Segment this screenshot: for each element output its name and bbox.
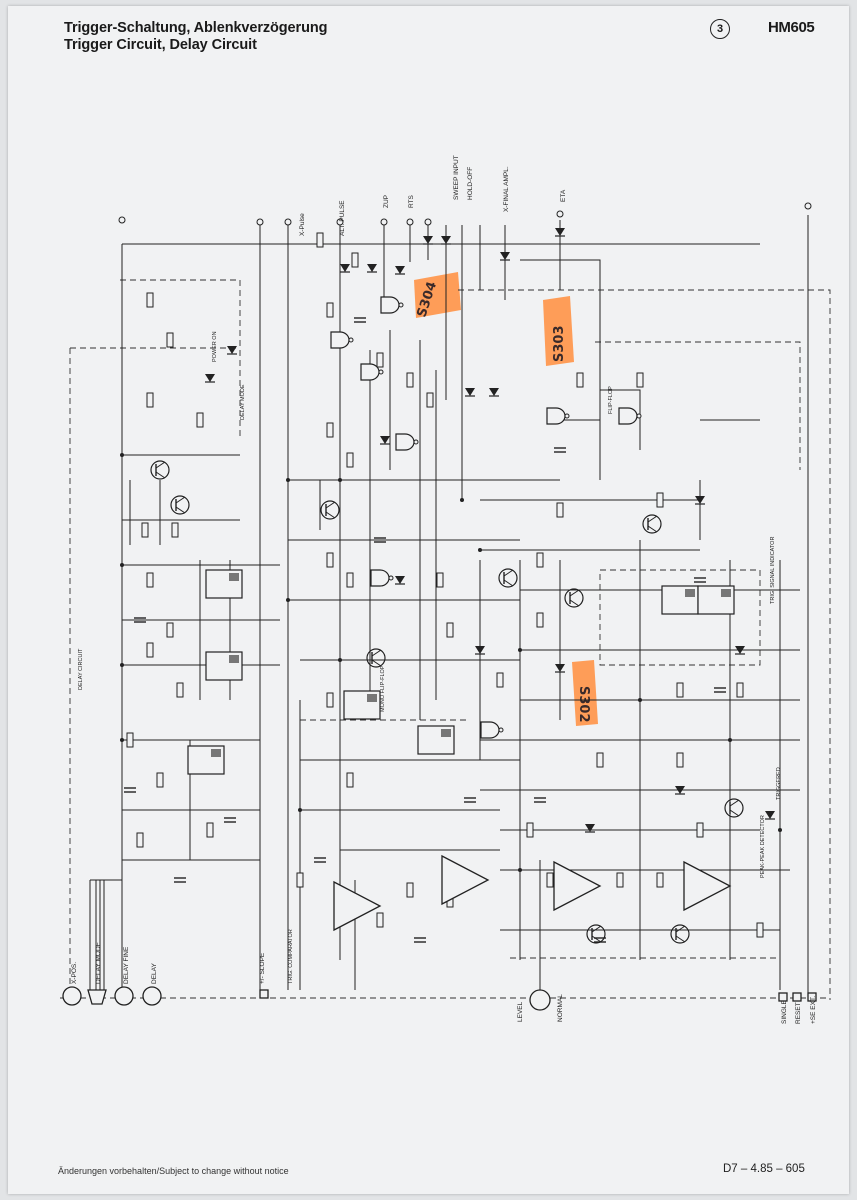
title-block: Trigger-Schaltung, Ablenkverzögerung Tri…: [64, 20, 327, 54]
integrated-circuits: [187, 569, 735, 775]
label-delay-mode: DELAY MODE: [95, 941, 102, 984]
label-trig-comparator: TRIG. COMPARATOR: [288, 929, 294, 984]
top-connectors: [118, 202, 812, 226]
label-peak-detector: PEAK-PEAK DETECTOR: [760, 815, 766, 878]
label-power-on: POWER ON: [212, 331, 218, 362]
label-mono-flip-flop: MONO FLIP-FLOP: [380, 665, 386, 712]
label-normal: NORMAL: [557, 994, 564, 1022]
footer-code: D7 – 4.85 – 605: [723, 1163, 805, 1175]
wiring: [89, 215, 809, 1000]
model-name: HM605: [768, 19, 815, 36]
label-delay-mode-block: DELAY MODE: [240, 384, 246, 420]
block-labels: DELAY CIRCUIT POWER ON DELAY MODE TRIG. …: [78, 331, 782, 984]
title-german: Trigger-Schaltung, Ablenkverzögerung: [64, 20, 328, 36]
svg-text:S303: S303: [552, 326, 567, 363]
label-reset: RESET: [795, 1002, 802, 1024]
label-delay-fine: DELAY FINE: [123, 946, 130, 984]
label-alt-pulse: ALT. PULSE: [339, 200, 346, 236]
label-eta: ETA: [560, 189, 567, 202]
title-english: Trigger Circuit, Delay Circuit: [64, 37, 257, 53]
label-se-ext: +SE EXT.: [810, 996, 817, 1024]
highlight-s302: S302: [572, 660, 598, 726]
label-delay-circuit: DELAY CIRCUIT: [78, 648, 84, 690]
label-single: SINGLE: [781, 999, 788, 1024]
highlight-s303: S303: [543, 296, 574, 366]
bottom-labels: X-POS. DELAY MODE DELAY FINE DELAY +/- S…: [71, 941, 817, 1024]
bottom-connectors: [62, 986, 817, 1011]
page-number: 3: [710, 19, 730, 39]
label-slope: +/- SLOPE: [259, 952, 266, 984]
svg-text:S302: S302: [576, 686, 591, 723]
label-level: LEVEL: [517, 1001, 524, 1022]
highlight-s304: S304: [414, 272, 461, 319]
footer-notice: Änderungen vorbehalten/Subject to change…: [58, 1166, 289, 1176]
label-trig-signal-indicator: TRIG. SIGNAL INDICATOR: [770, 537, 776, 604]
label-flip-flop: FLIP-FLOP: [608, 386, 614, 414]
top-labels: X-Pulse ALT. PULSE ZUP RTS SWEEP INPUT H…: [299, 155, 567, 236]
junction-dots: [120, 453, 782, 872]
label-zup: ZUP: [383, 195, 390, 208]
label-x-pulse: X-Pulse: [299, 213, 306, 236]
label-x-pos: X-POS.: [71, 962, 78, 984]
diodes: [204, 227, 776, 833]
label-hold-off: HOLD-OFF: [467, 167, 474, 200]
label-rts: RTS: [408, 194, 415, 208]
label-x-final-ampl: X-FINAL AMPL.: [503, 166, 510, 212]
dashed-boundaries: [60, 279, 831, 1000]
label-triggered: TRIGGERED: [776, 767, 782, 800]
label-sweep-input: SWEEP INPUT: [453, 155, 460, 200]
label-delay: DELAY: [151, 963, 158, 984]
operational-amplifiers: [333, 855, 731, 931]
